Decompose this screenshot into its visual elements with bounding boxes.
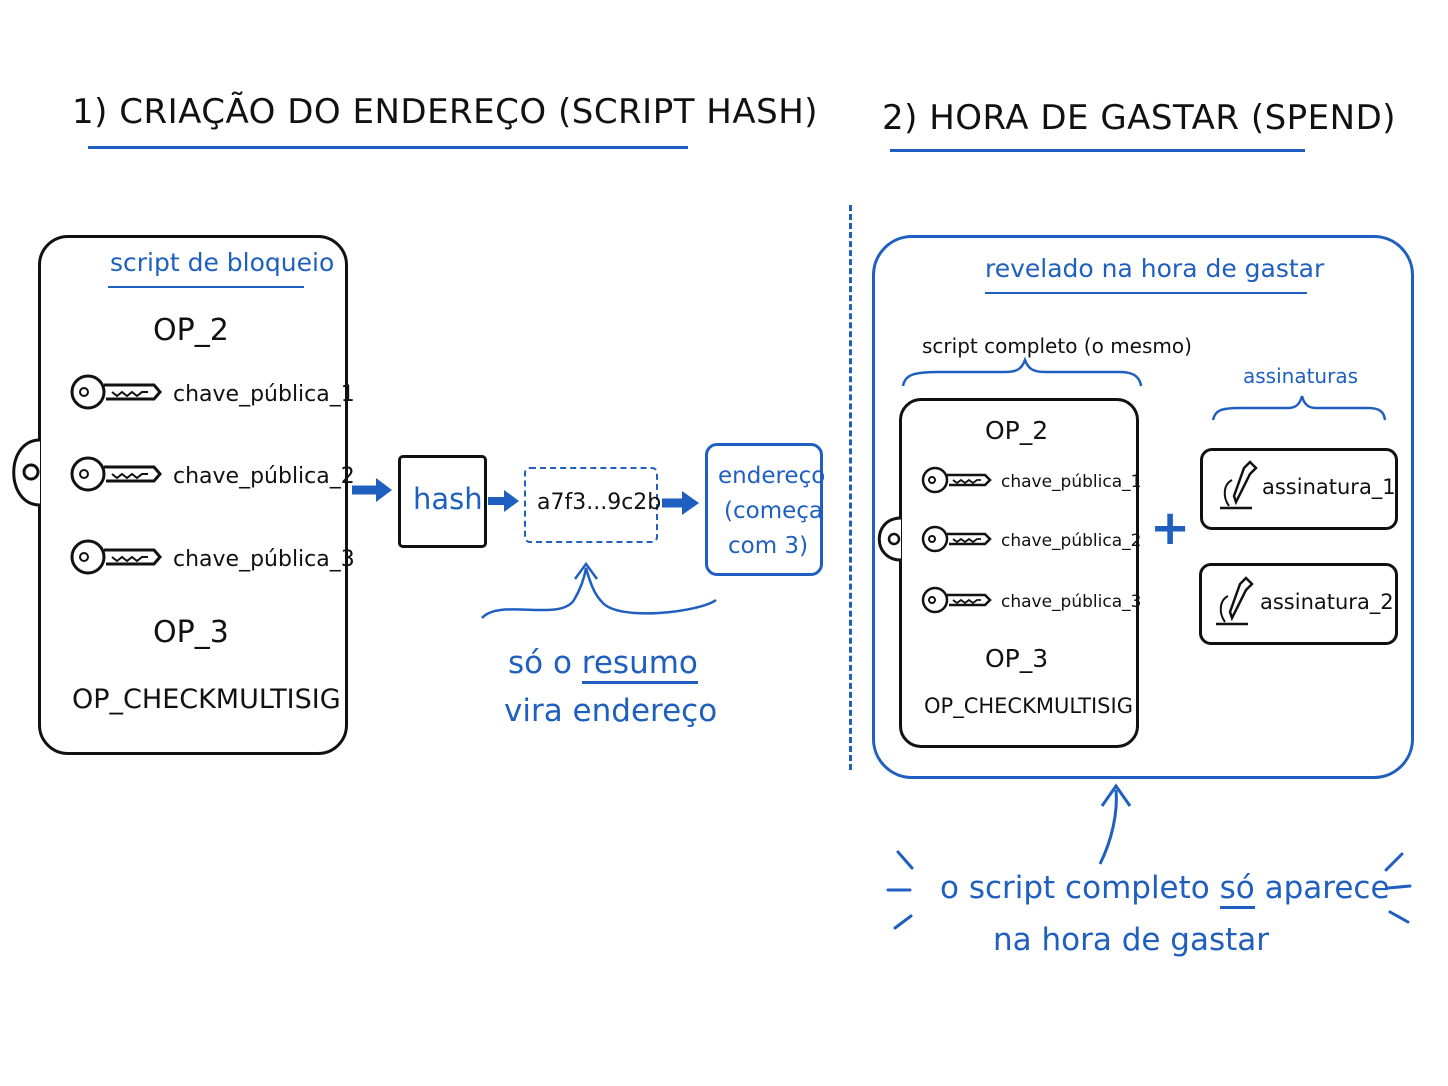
public-key-label: chave_pública_3 xyxy=(1001,592,1142,612)
digest-value: a7f3...9c2b xyxy=(537,490,662,515)
public-key-label: chave_pública_3 xyxy=(173,547,355,572)
address-line-3: com 3) xyxy=(728,533,809,559)
op-checkmultisig: OP_CHECKMULTISIG xyxy=(72,684,341,715)
note-suffix: aparece xyxy=(1264,870,1390,906)
section2-title: 2) HORA DE GASTAR (SPEND) xyxy=(882,98,1397,138)
op-n-2: OP_3 xyxy=(985,644,1049,673)
public-key-label: chave_pública_2 xyxy=(1001,531,1142,551)
section1-title: 1) CRIAÇÃO DO ENDEREÇO (SCRIPT HASH) xyxy=(72,92,819,132)
signature-box-2 xyxy=(1199,563,1398,645)
hash-label: hash xyxy=(413,482,483,516)
op-m-2: OP_2 xyxy=(985,416,1049,445)
note-prefix: o script completo xyxy=(940,870,1210,906)
key-icon xyxy=(70,374,162,410)
note-emphasis: resumo xyxy=(581,645,698,684)
arrow-right-icon xyxy=(488,490,519,512)
signature-box-1 xyxy=(1200,448,1398,530)
brace xyxy=(481,567,717,619)
section1-title-underline xyxy=(88,146,688,149)
key-icon xyxy=(921,466,992,494)
note-reveal-line2: na hora de gastar xyxy=(993,922,1270,958)
lock-script-box xyxy=(38,235,348,755)
key-icon xyxy=(70,456,162,492)
note-prefix: só o xyxy=(508,645,572,681)
address-line-2: (começa xyxy=(724,498,823,524)
hash-box xyxy=(398,455,487,548)
public-key-label: chave_pública_1 xyxy=(1001,472,1142,492)
digest-box xyxy=(524,467,658,543)
key-icon xyxy=(921,525,992,553)
full-script-label: script completo (o mesmo) xyxy=(922,334,1192,358)
note-resumo-line1: só o resumo xyxy=(508,645,698,684)
key-icon xyxy=(921,586,992,614)
section-divider xyxy=(849,205,852,770)
arrow-right-icon xyxy=(662,491,699,515)
revealed-box xyxy=(872,235,1414,779)
address-line-1: endereço xyxy=(718,463,826,489)
emphasis-ticks xyxy=(886,850,1412,930)
section2-title-underline xyxy=(890,149,1305,152)
key-icon xyxy=(70,539,162,575)
signature-label: assinatura_2 xyxy=(1260,590,1394,614)
public-key-label: chave_pública_1 xyxy=(173,382,355,407)
public-key-label: chave_pública_2 xyxy=(173,464,355,489)
arrow-right-icon xyxy=(352,478,392,502)
lock-script-label: script de bloqueio xyxy=(110,248,335,277)
signature-label: assinatura_1 xyxy=(1262,475,1396,499)
revealed-label-underline xyxy=(985,292,1307,294)
lock-script-label-underline xyxy=(108,286,304,288)
plus-sign: + xyxy=(1150,500,1191,556)
signatures-label: assinaturas xyxy=(1243,364,1358,388)
address-box xyxy=(705,443,823,576)
op-checkmultisig-2: OP_CHECKMULTISIG xyxy=(924,694,1133,718)
op-m: OP_2 xyxy=(153,313,229,348)
revealed-label: revelado na hora de gastar xyxy=(985,254,1325,283)
op-n: OP_3 xyxy=(153,615,229,650)
note-emphasis: só xyxy=(1219,870,1255,909)
note-resumo-line2: vira endereço xyxy=(504,693,718,729)
note-reveal-line1: o script completo só aparece xyxy=(940,870,1390,909)
full-script-box xyxy=(899,398,1139,748)
